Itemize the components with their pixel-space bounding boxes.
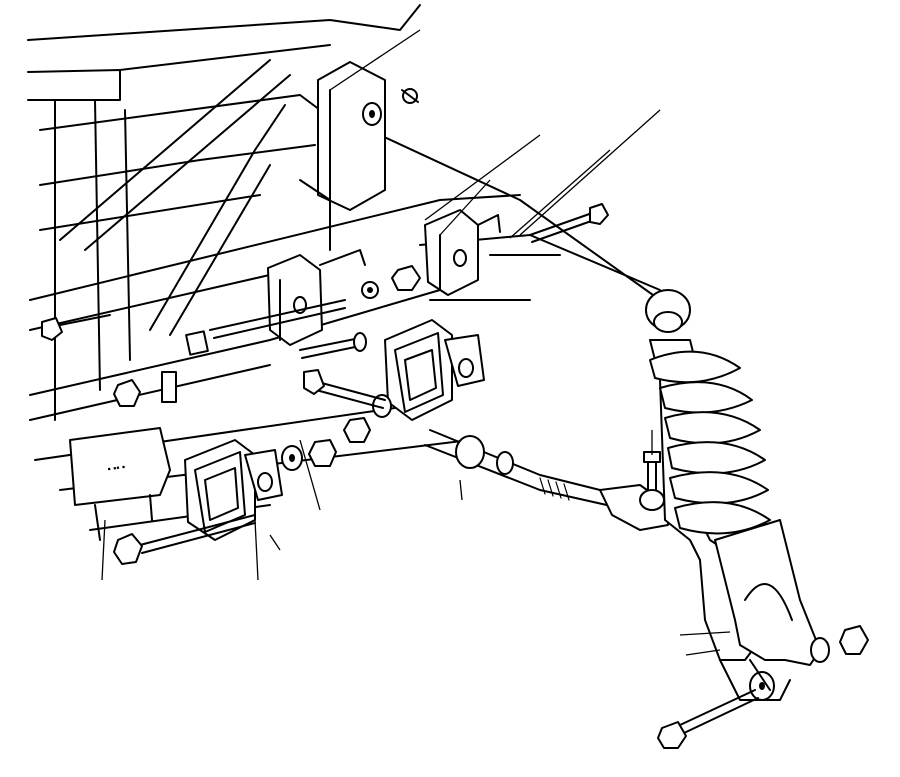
nut xyxy=(839,625,869,655)
coilover-shock-absorber xyxy=(645,289,869,749)
upper-arm-bracket-right xyxy=(424,209,501,296)
nut xyxy=(113,379,141,407)
lower-bushing-mount-right xyxy=(384,319,485,421)
lower-bolt-set xyxy=(41,314,392,565)
nut xyxy=(308,439,337,467)
bolt-head xyxy=(113,533,143,565)
bolt-head xyxy=(185,330,209,356)
upper-bolt-set xyxy=(185,265,421,359)
tie-rod-assembly xyxy=(424,429,669,531)
frame-stamp-mark: ▪ ▪▪ ▪ xyxy=(107,462,126,474)
nut xyxy=(343,417,371,443)
chassis-frame: ▪ ▪▪ ▪ xyxy=(27,4,661,541)
coil-spring xyxy=(649,350,771,535)
upper-mount-bracket xyxy=(299,61,419,251)
lower-bushing-mount-left xyxy=(184,439,283,541)
upper-long-bolt xyxy=(529,203,609,243)
callout-leaders xyxy=(101,29,731,656)
nut xyxy=(391,265,421,291)
upper-arm-bracket-left xyxy=(267,249,366,346)
